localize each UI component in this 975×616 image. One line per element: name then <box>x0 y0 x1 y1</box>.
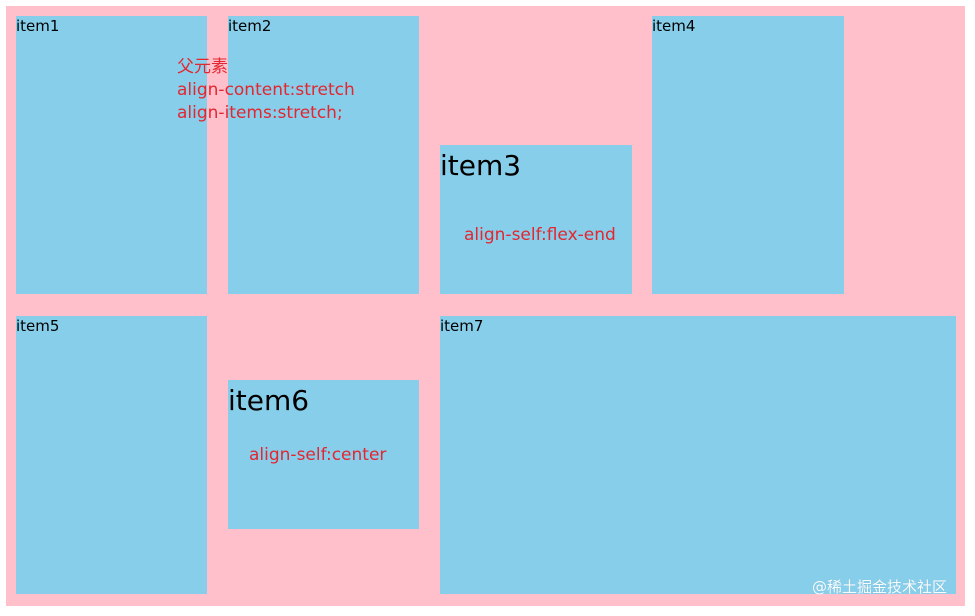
flex-item-1: item1 <box>16 16 207 294</box>
item-label: item4 <box>652 17 696 35</box>
item-label: item6 <box>228 384 310 417</box>
flex-item-4: item4 <box>652 16 844 294</box>
flex-item-7: item7 <box>440 316 956 594</box>
flex-container: item1 item2 item3 item4 item5 item6 item… <box>6 6 965 606</box>
item-label: item2 <box>228 17 272 35</box>
item-label: item5 <box>16 317 60 335</box>
flex-item-2: item2 <box>228 16 419 294</box>
item-label: item3 <box>440 149 522 182</box>
flex-item-3: item3 <box>440 145 632 294</box>
parent-note-line-1: 父元素 <box>177 57 228 77</box>
item-label: item1 <box>16 17 60 35</box>
item3-align-note: align-self:flex-end <box>464 225 616 245</box>
watermark-text: @稀土掘金技术社区 <box>811 578 947 596</box>
item-label: item7 <box>440 317 484 335</box>
flex-item-6: item6 <box>228 380 419 529</box>
parent-note: 父元素 align-content:stretch align-items:st… <box>177 56 355 125</box>
parent-note-line-2: align-content:stretch <box>177 80 355 100</box>
parent-note-line-3: align-items:stretch; <box>177 103 343 123</box>
flex-item-5: item5 <box>16 316 207 594</box>
item6-align-note: align-self:center <box>249 445 387 465</box>
